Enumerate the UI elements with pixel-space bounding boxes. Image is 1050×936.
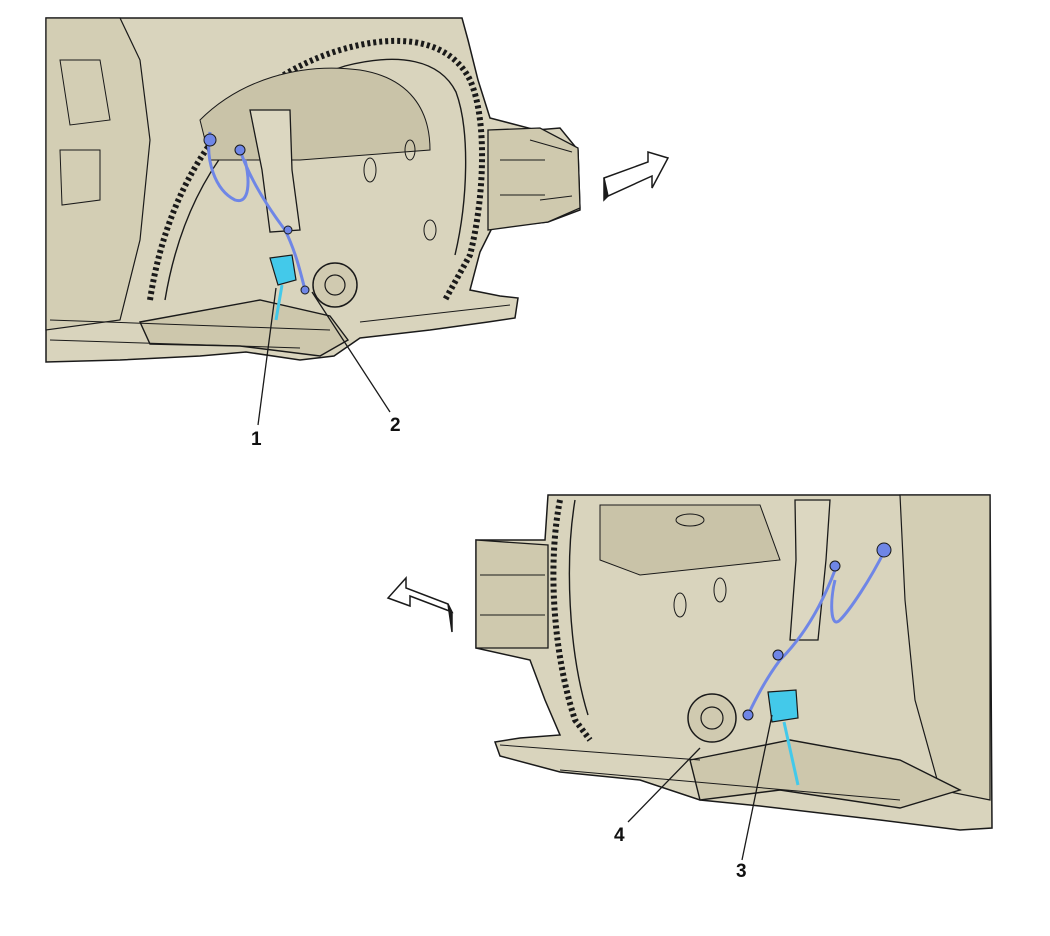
top-height-sensor (269, 254, 297, 286)
top-lower-control-arm (138, 299, 350, 357)
bottom-frame-rail (475, 539, 549, 649)
callout-3-label: 3 (736, 861, 747, 882)
callout-3-leader (741, 714, 773, 861)
top-direction-arrow (603, 150, 670, 202)
bottom-wheel-arch (550, 499, 593, 742)
top-door-pillar (45, 17, 151, 331)
bottom-lower-control-arm (689, 739, 962, 809)
top-body-panel (45, 17, 581, 363)
bottom-hub (687, 693, 737, 743)
top-strut (249, 109, 301, 233)
callout-1-label: 1 (251, 429, 262, 450)
callout-4-label: 4 (614, 825, 625, 846)
bottom-direction-arrow (386, 576, 454, 633)
bottom-height-sensor (767, 689, 799, 723)
callout-1-leader (257, 287, 277, 426)
top-frame-rail (487, 127, 581, 231)
callout-2-leader (311, 291, 391, 413)
callout-4-leader (627, 747, 701, 823)
top-view-illustration (45, 17, 670, 426)
bottom-view-illustration (386, 494, 993, 861)
top-hub (312, 262, 358, 308)
top-wheel-arch (147, 37, 485, 302)
callout-2-label: 2 (390, 415, 401, 436)
